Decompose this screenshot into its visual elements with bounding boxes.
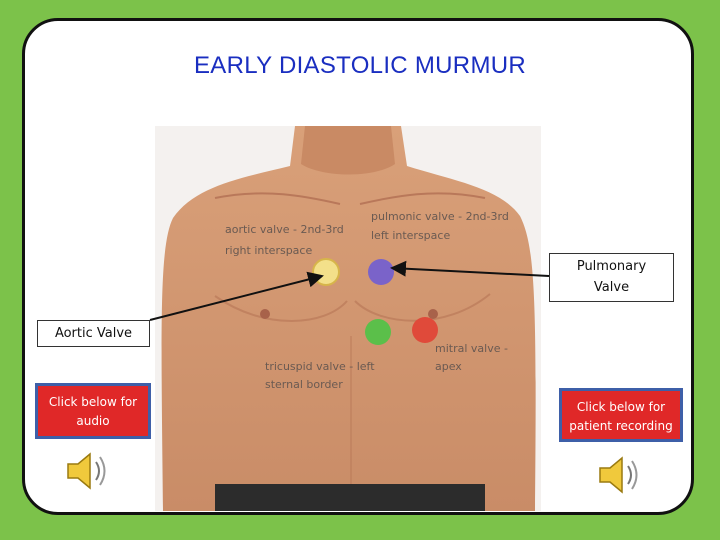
audio-button-line2: audio	[76, 414, 110, 428]
label-pulmonic-line2: left interspace	[371, 229, 450, 242]
label-mitral-line2: apex	[435, 360, 462, 373]
label-aortic-line2: right interspace	[225, 244, 312, 257]
aortic-pointer-line	[149, 271, 324, 321]
pulmonary-valve-callout: Pulmonary Valve	[549, 253, 674, 302]
pulmonic-point	[368, 259, 394, 285]
audio-button[interactable]: Click below for audio	[35, 383, 151, 439]
patient-recording-line2: patient recording	[569, 419, 673, 433]
label-tricuspid-line2: sternal border	[265, 378, 343, 391]
pulmonary-callout-line2: Valve	[593, 280, 630, 295]
speaker-icon[interactable]	[596, 452, 642, 498]
label-tricuspid-line1: tricuspid valve - left	[265, 360, 375, 373]
mitral-point	[412, 317, 438, 343]
tricuspid-point	[365, 319, 391, 345]
pulmonary-callout-line1: Pulmonary	[576, 259, 647, 274]
pulmonary-pointer-line	[390, 260, 550, 277]
label-mitral-line1: mitral valve -	[435, 342, 508, 355]
label-aortic-line1: aortic valve - 2nd-3rd	[225, 223, 344, 236]
aortic-valve-callout: Aortic Valve	[37, 320, 150, 347]
patient-recording-button[interactable]: Click below for patient recording	[559, 388, 683, 442]
label-pulmonic-line1: pulmonic valve - 2nd-3rd	[371, 210, 509, 223]
chest-photo: aortic valve - 2nd-3rd right interspace …	[155, 126, 541, 511]
patient-recording-line1: Click below for	[576, 400, 666, 414]
speaker-icon[interactable]	[64, 448, 110, 494]
slide-title: EARLY DIASTOLIC MURMUR	[194, 52, 526, 79]
audio-button-line1: Click below for	[48, 395, 138, 409]
